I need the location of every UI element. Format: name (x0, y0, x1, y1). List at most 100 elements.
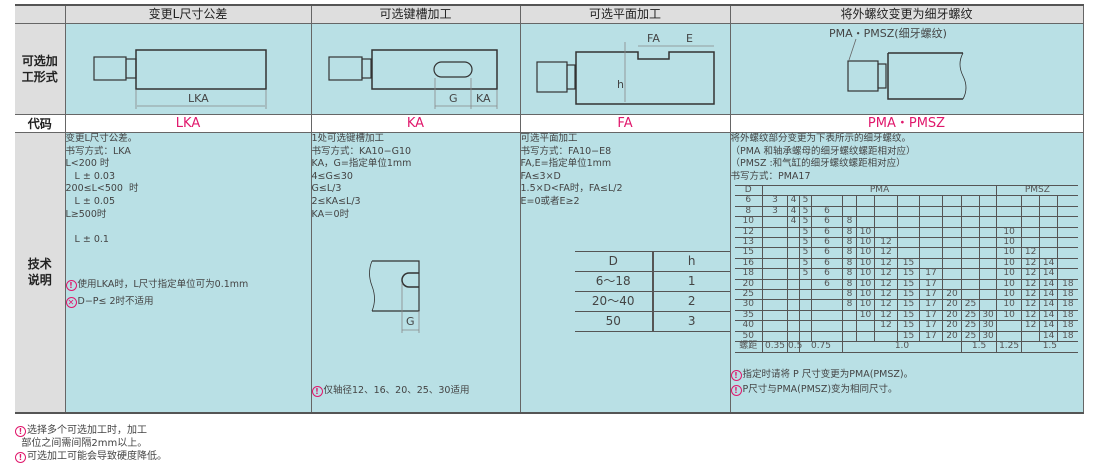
pma-cell (856, 216, 875, 228)
d-cell: 35 (734, 310, 763, 322)
shaft-diagram-pma: PMA・PMSZ(细牙螺纹) (829, 26, 966, 100)
desc-line: 200≤L<500 时 (65, 183, 139, 195)
pma-cell (799, 279, 812, 291)
pma-cell: 30 (978, 320, 997, 332)
pma-cell (787, 320, 800, 332)
pma-cell: 12 (874, 289, 898, 301)
warning-icon: ! (15, 426, 26, 437)
pmsz-cell (1021, 195, 1040, 207)
pma-cell (787, 310, 800, 322)
pmsz-cell (1021, 206, 1040, 218)
pma-cell (919, 206, 943, 218)
pma-cell (897, 216, 920, 228)
pma-cell (961, 247, 980, 259)
pmsz-cell (1057, 195, 1078, 207)
pmsz-cell: 12 (1021, 320, 1040, 332)
pma-cell: 6 (811, 216, 843, 228)
pmsz-cell: 18 (1057, 331, 1078, 343)
pma-cell: 17 (919, 300, 943, 311)
pma-cell: 15 (897, 310, 920, 322)
pmsz-cell (1021, 227, 1040, 239)
pma-cell (919, 216, 943, 228)
pmsz-cell: 10 (996, 268, 1022, 280)
footer-note: !可选加工可能会导致硬度降低。 (15, 450, 167, 463)
pma-cell (787, 258, 800, 270)
pma-cell: 12 (874, 237, 898, 249)
pma-cell (811, 331, 843, 343)
desc-line: （PMSZ :和气缸的细牙螺纹螺距相对应） (730, 158, 906, 170)
desc-line: 书写方式：PMA17 (730, 170, 811, 182)
note-text: P尺寸与PMA(PMSZ)变为相同尺寸。 (742, 384, 898, 395)
cell: 2 (652, 291, 730, 312)
pma-cell: 6 (811, 279, 843, 291)
pmsz-cell (996, 195, 1022, 207)
cell: 50 (574, 311, 654, 332)
pma-cell (762, 289, 788, 301)
d-cell: 18 (734, 268, 763, 280)
pma-cell (762, 299, 788, 311)
pma-cell: 15 (897, 268, 920, 280)
note-text: 使用LKA时，L尺寸指定单位可为0.1mm (77, 279, 249, 290)
desc-line: E=0或者E≥2 (520, 195, 580, 207)
diagram-lka: LKA (64, 23, 312, 115)
pmsz-cell: 10 (996, 227, 1022, 239)
pma-cell (842, 320, 857, 332)
dim-label-lka: LKA (188, 92, 209, 105)
pma-cell: 20 (942, 331, 962, 343)
pma-cell (978, 237, 997, 249)
pmsz-cell (1057, 268, 1078, 280)
pma-cell: 10 (856, 237, 875, 249)
pma-cell (942, 227, 962, 239)
warning-icon: ! (311, 386, 323, 397)
pma-cell: 12 (874, 248, 898, 259)
pmsz-cell: 12 (1021, 248, 1040, 259)
d-cell: 40 (734, 320, 763, 332)
pmsz-cell: 12 (1021, 300, 1040, 311)
desc-line: L ± 0.03 (65, 170, 116, 182)
shaft-diagram-lka: LKA (92, 49, 267, 109)
cell: 3 (652, 311, 730, 332)
pma-cell (787, 247, 800, 259)
pma-cell: 12 (874, 279, 898, 291)
pma-cell: 17 (919, 310, 943, 322)
pma-cell: 4 (787, 196, 800, 207)
footer-note-text: 选择多个可选加工时，加工 部位之间需间隔2mm以上。 (21, 425, 148, 449)
shaft-diagram-ka: G KA (327, 49, 498, 109)
row-label-form: 可选加 工形式 (15, 23, 66, 115)
cell: 1 (652, 271, 730, 292)
desc-line: KA，G=指定单位1mm (311, 158, 412, 170)
pmsz-cell: 12 (1021, 258, 1040, 270)
note-text: 指定时请将 P 尺寸变更为PMA(PMSZ)。 (742, 369, 914, 380)
pma-cell (978, 299, 997, 311)
code-pma: PMA・PMSZ (729, 114, 1084, 133)
pmsz-cell: 10 (996, 258, 1022, 270)
pmsz-cell (996, 206, 1022, 218)
pma-cell (961, 279, 980, 291)
pmsz-cell: 14 (1039, 258, 1058, 270)
pma-cell: 15 (897, 258, 920, 270)
pmsz-cell (1021, 216, 1040, 228)
note: !P尺寸与PMA(PMSZ)变为相同尺寸。 (730, 384, 898, 397)
pma-cell: 30 (978, 331, 997, 343)
pma-cell: 25 (961, 300, 980, 311)
desc-line: 将外螺纹部分变更为下表所示的细牙螺纹。 (730, 133, 912, 144)
pma-cell (811, 320, 843, 332)
code-lka: LKA (64, 114, 312, 133)
pma-cell (897, 195, 920, 207)
pmsz-cell: 12 (1021, 310, 1040, 322)
header-pma: 将外螺纹变更为细牙螺纹 (729, 4, 1084, 24)
pmsz-cell (1039, 206, 1058, 218)
pmsz-cell (1039, 216, 1058, 228)
d-cell: 13 (734, 237, 763, 249)
desc-pma: 将外螺纹部分变更为下表所示的细牙螺纹。（PMA 和轴承螺母的细牙螺纹螺距相对应）… (729, 132, 1084, 413)
desc-line: 书写方式：FA10−E8 (520, 145, 612, 157)
pma-cell (799, 310, 812, 322)
pma-cell: 10 (856, 248, 875, 259)
pma-cell (842, 331, 857, 343)
pma-cell (787, 279, 800, 291)
row-label-desc: 技术 说明 (15, 132, 66, 413)
pma-cell: 5 (799, 268, 812, 280)
